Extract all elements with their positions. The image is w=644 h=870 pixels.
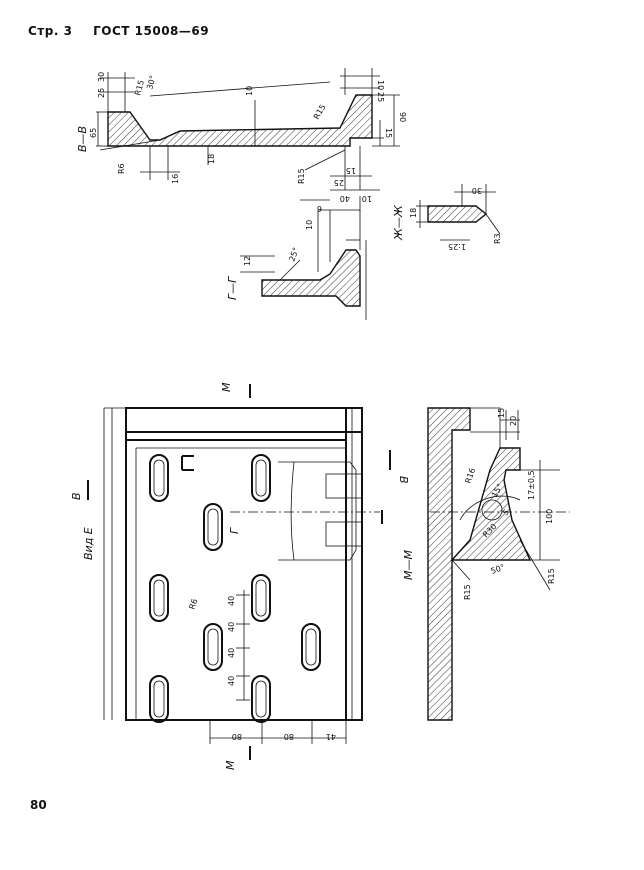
dim-vv-14: R15 [297,168,306,184]
section-mm: М—М 15 20 R16 15° 17±0,5 5 100 R30 R15 R… [402,407,570,721]
dim-vv-5: 10 [376,80,385,90]
section-mm-boss [450,447,532,561]
dim-zhzh-3: 1:25 [448,242,466,251]
dim-mm-1: 20 [509,416,518,426]
section-mm-profile [427,407,471,721]
standard-number: ГОСТ 15008—69 [93,24,210,38]
dim-vv-13: 90 [398,112,407,122]
dim-mm-0: 15 [497,408,506,418]
section-vv: В—В 30 25 R15 30° 10 10 25 65 R6 16 18 R… [76,68,407,190]
dim-gg-3: 10 [305,220,314,230]
label-view-e: Вид Е [82,527,95,560]
slot-holes [149,454,321,723]
dim-gg-1: 40 [340,194,350,203]
dim-zhzh-2: R3 [493,233,502,244]
section-zhzh: Ж—Ж 30 18 R3 1:25 [392,184,502,251]
dim-view-6: 80 [284,732,294,741]
dim-vv-8: R6 [117,163,126,174]
page-ref: Стр. 3 [28,24,73,38]
dim-mm-8: R15 [463,584,472,600]
dim-vv-0: 30 [97,72,106,82]
dim-vv-16: 15 [346,166,356,175]
view-e: Вид Е В В Г М М R6 40 40 40 40 80 80 41 [70,382,410,770]
dim-gg-2: 6 [317,204,322,213]
section-zhzh-profile [427,205,488,223]
cut-g-label: Г [228,527,241,534]
dim-gg-5: 25° [287,246,300,262]
section-vv-profile [107,94,373,147]
page-header: Стр. 3 ГОСТ 15008—69 [28,24,225,38]
dim-vv-6: 25 [376,92,385,102]
dim-gg-0: 10 [362,194,372,203]
dim-view-1: 40 [227,596,236,606]
cut-m-bottom: М [224,760,237,770]
label-vv: В—В [76,126,89,152]
dim-vv-3: 30° [145,74,157,90]
cut-m-top: М [220,382,233,392]
dim-view-3: 40 [227,648,236,658]
dim-mm-4: 17±0,5 [527,470,536,500]
dim-mm-6: 100 [545,509,554,524]
view-e-outline [125,407,363,721]
dim-view-7: 41 [326,732,336,741]
dim-vv-4: 10 [245,86,254,96]
dim-zhzh-1: 18 [409,208,418,218]
dim-mm-5: 5 [501,507,511,517]
dim-gg-4: 12 [243,256,252,266]
dim-view-2: 40 [227,622,236,632]
dim-view-5: 80 [232,732,242,741]
dim-vv-12: 15 [384,128,393,138]
dim-vv-10: 18 [207,154,216,164]
label-zhzh: Ж—Ж [392,204,405,241]
dim-vv-11: R15 [312,103,328,121]
dim-vv-9: 16 [171,174,180,184]
cut-b-right: В [397,476,410,484]
dim-vv-1: 25 [97,88,106,98]
dim-vv-15: 25 [334,178,344,187]
label-gg: Г—Г [226,276,239,300]
dim-zhzh-0: 30 [472,186,482,195]
section-gg-profile [261,249,361,307]
dim-view-0: R6 [187,598,199,611]
dim-mm-10: 50° [490,563,506,576]
dim-vv-2: R15 [133,79,146,97]
dim-mm-2: R16 [463,467,477,485]
dim-mm-9: R15 [547,568,556,584]
page-number: 80 [30,798,47,812]
dim-view-4: 40 [227,676,236,686]
label-mm: М—М [402,550,415,580]
dim-vv-7: 65 [89,128,98,138]
section-gg: Г—Г 10 40 6 10 12 25° [226,189,380,320]
cut-b-left: В [70,492,83,500]
